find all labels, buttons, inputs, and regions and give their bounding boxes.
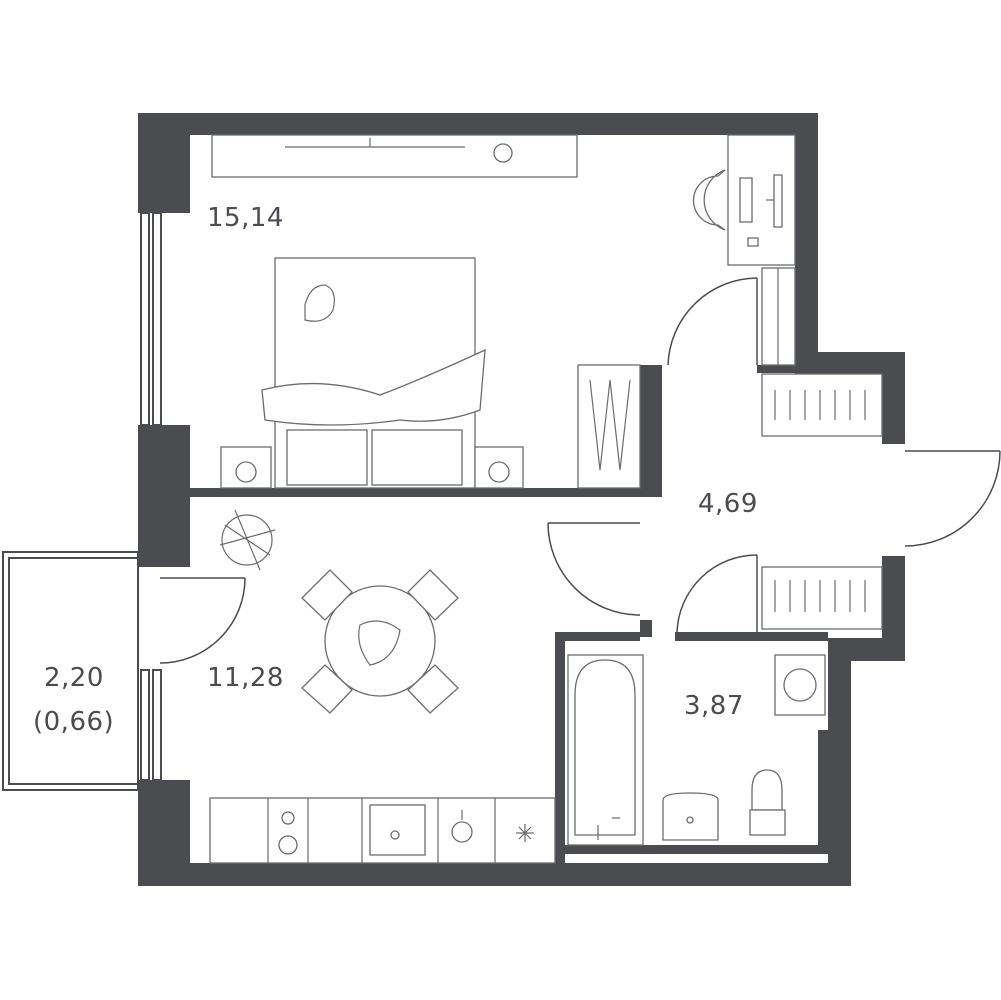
wardrobe-icon [761,373,883,630]
bedroom-area-label: 15,14 [207,203,284,233]
sink-icon [662,792,719,841]
bathroom-area-label: 3,87 [684,691,744,721]
kitchen-sink-icon [369,804,426,856]
washing-machine-icon [774,654,826,716]
wardrobe-icon [761,267,796,366]
plant-icon [219,509,276,571]
tv-stand-icon [211,134,578,178]
balcony [2,551,139,791]
desk-icon [727,134,796,266]
chair-icon [692,169,726,231]
doors [159,277,1001,664]
nightstand-icon [220,446,524,489]
toilet-icon [749,769,786,836]
walls [138,113,905,886]
bed-icon [261,257,486,489]
dining-table-icon [324,585,436,697]
hall-area-label: 4,69 [698,489,758,519]
range-hood-icon [451,810,473,843]
kitchen-living-area-label: 11,28 [207,663,284,693]
chair-icon [301,569,459,714]
bathtub-icon [567,654,644,846]
kitchen-stove-icon [278,811,298,855]
balcony-reduced-area-label: (0,66) [33,707,114,737]
wardrobe-icon [577,364,641,489]
cat-icon [304,284,335,322]
fridge-icon [516,824,534,842]
balcony-area-label: 2,20 [44,663,104,693]
